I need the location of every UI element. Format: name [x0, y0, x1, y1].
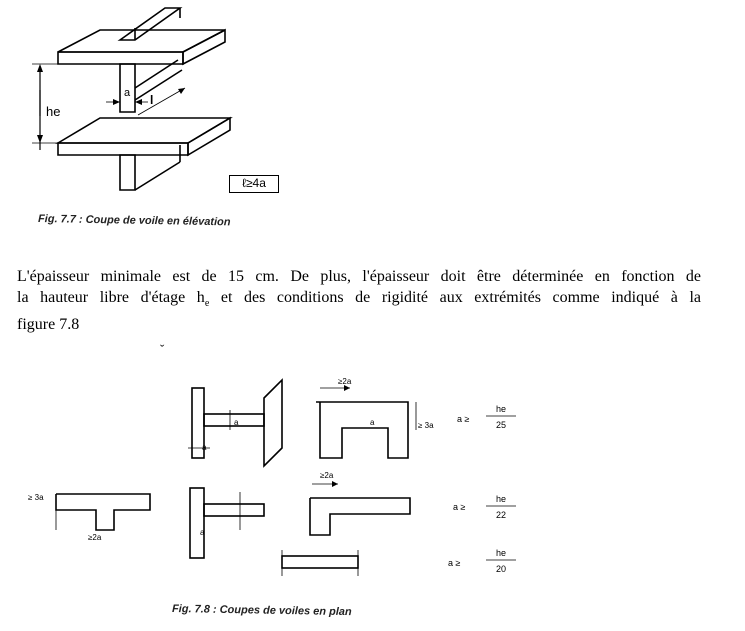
rule-2: a ≥ he 22	[453, 494, 516, 520]
svg-text:a: a	[234, 418, 239, 427]
top-slab-side-face	[182, 28, 226, 66]
stray-mark: ˇ	[160, 342, 165, 357]
label-he: he	[46, 104, 60, 119]
rule-3: a ≥ he 20	[448, 548, 516, 574]
lower-wall-front	[119, 154, 136, 191]
section-return-flange: ≥2a ≥ 3a a	[316, 377, 434, 459]
svg-text:a: a	[200, 528, 205, 537]
figure-7-8-caption: Fig. 7.8 : Coupes de voiles en plan	[171, 603, 352, 619]
paragraph-line-2: la hauteur libre d'étage he et des condi…	[17, 289, 701, 310]
svg-text:a ≥: a ≥	[448, 558, 461, 568]
top-slab-front-face	[57, 51, 184, 65]
section-flanged-wall: a a	[188, 378, 283, 468]
svg-text:20: 20	[496, 564, 506, 574]
wall-front	[119, 63, 136, 113]
svg-text:he: he	[496, 548, 506, 558]
section-t: ≥ 3a ≥2a	[28, 493, 151, 542]
bottom-slab-top-face	[55, 117, 233, 144]
body-paragraph: L'épaisseur minimale est de 15 cm. De pl…	[17, 266, 701, 335]
section-plain	[281, 550, 359, 576]
figure-7-7-caption: Fig. 7.7 : Coupe de voile en élévation	[37, 213, 231, 229]
section-l: ≥2a	[309, 471, 411, 536]
label-l: l	[150, 93, 153, 107]
svg-text:≥2a: ≥2a	[338, 377, 352, 386]
svg-text:a: a	[370, 418, 375, 427]
condition-text: ℓ≥4a	[242, 176, 266, 190]
rule-1: a ≥ he 25	[457, 404, 516, 430]
svg-text:≥2a: ≥2a	[320, 471, 334, 480]
paragraph-line-1: L'épaisseur minimale est de 15 cm. De pl…	[17, 268, 701, 285]
svg-text:≥ 3a: ≥ 3a	[418, 421, 434, 430]
condition-box: ℓ≥4a	[229, 175, 279, 193]
bottom-slab-front-face	[57, 142, 189, 156]
upper-wall-top	[117, 7, 183, 41]
label-a: a	[124, 87, 131, 99]
figure-7-8-drawing: a a ≥2a ≥ 3a a a ≥ he 25 ≥ 3a ≥2a a	[28, 377, 516, 576]
svg-text:he: he	[496, 494, 506, 504]
svg-text:a ≥: a ≥	[457, 414, 470, 424]
bottom-slab-side-face	[187, 116, 231, 157]
svg-text:a: a	[202, 443, 207, 452]
svg-text:he: he	[496, 404, 506, 414]
svg-text:22: 22	[496, 510, 506, 520]
figure-7-7-drawing: he a l	[32, 7, 233, 191]
svg-text:≥2a: ≥2a	[88, 533, 102, 542]
svg-text:≥ 3a: ≥ 3a	[28, 493, 44, 502]
svg-text:a ≥: a ≥	[453, 502, 466, 512]
svg-text:25: 25	[496, 420, 506, 430]
top-slab-top-face	[57, 29, 226, 53]
section-cross: a	[189, 487, 265, 559]
paragraph-line-3: figure 7.8	[17, 316, 80, 334]
